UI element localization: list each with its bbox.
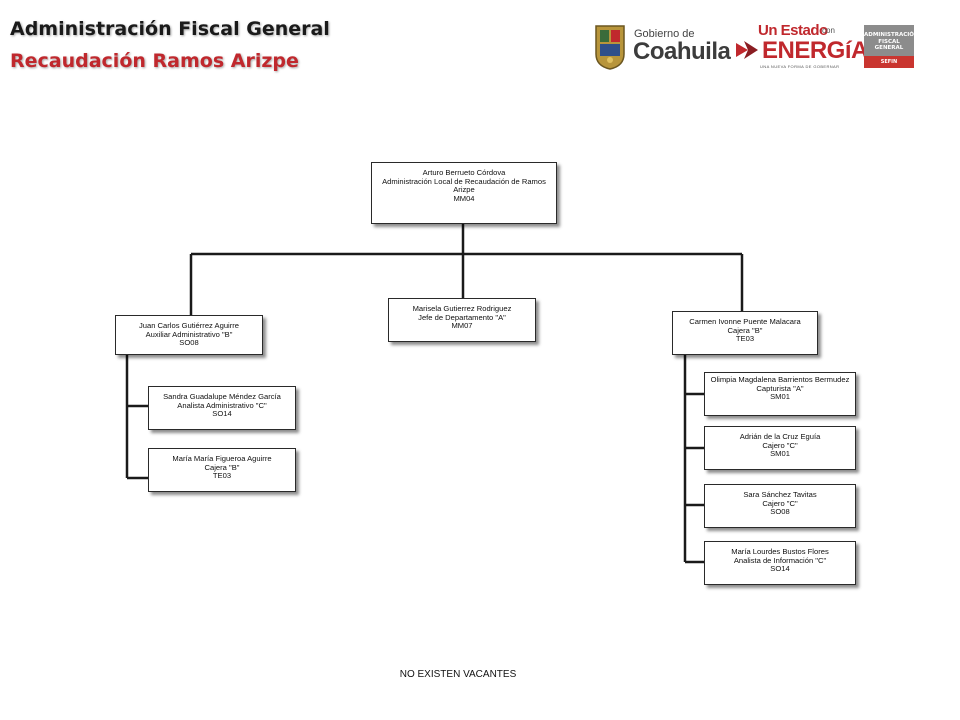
energia-logo: Un Estado con ENERGíA UNA NUEVA FORMA DE… (734, 22, 868, 72)
node-role: Cajera "B" (727, 325, 763, 335)
node-name: Juan Carlos Gutiérrez Aguirre (138, 321, 240, 330)
coahuila-gobierno-text: Gobierno de (634, 28, 695, 40)
node-name: María María Figueroa Aguirre (172, 454, 272, 463)
coahuila-shield-icon (595, 25, 625, 70)
coahuila-name-text: Coahuila (633, 38, 731, 65)
node-role: Analista Administrativo "C" (177, 400, 267, 410)
afg-sefin-bar: SEFIN (864, 56, 914, 68)
node-code: TE03 (212, 471, 232, 481)
org-node-root: Arturo Berrueto Córdova Administración L… (371, 162, 557, 224)
node-code: SM01 (770, 449, 790, 459)
node-code: SM01 (770, 392, 790, 402)
node-code: MM04 (453, 193, 475, 203)
node-role: Analista de Información "C" (733, 555, 827, 565)
energia-con-text: con (822, 26, 835, 35)
org-node-right-child-1: Olimpia Magdalena Barrientos Bermudez Ca… (704, 372, 856, 416)
node-code: SO08 (770, 507, 790, 517)
org-node-left: Juan Carlos Gutiérrez Aguirre Auxiliar A… (115, 315, 263, 355)
node-code: SO14 (770, 564, 790, 574)
afg-line2: FISCAL GENERAL (874, 39, 904, 51)
energia-line1-text: Un Estado (758, 22, 828, 39)
energia-line2-text: ENERGíA (762, 37, 868, 64)
org-node-right: Carmen Ivonne Puente Malacara Cajera "B"… (672, 311, 818, 355)
org-node-left-child-1: Sandra Guadalupe Méndez García Analista … (148, 386, 296, 430)
vacancies-note: NO EXISTEN VACANTES (399, 669, 517, 680)
page-title: Administración Fiscal General (10, 18, 330, 40)
node-role: Capturista "A" (756, 383, 804, 393)
node-name: María Lourdes Bustos Flores (731, 547, 829, 556)
energia-tagline: UNA NUEVA FORMA DE GOBERNAR (760, 64, 840, 69)
node-code: TE03 (735, 334, 755, 344)
org-node-right-child-3: Sara Sánchez Tavitas Cajero "C" SO08 (704, 484, 856, 528)
node-name: Sara Sánchez Tavitas (743, 490, 817, 499)
org-node-right-child-4: María Lourdes Bustos Flores Analista de … (704, 541, 856, 585)
node-role: Cajera "B" (204, 462, 240, 472)
node-name: Carmen Ivonne Puente Malacara (689, 317, 801, 326)
org-node-left-child-2: María María Figueroa Aguirre Cajera "B" … (148, 448, 296, 492)
node-name: Sandra Guadalupe Méndez García (163, 392, 281, 401)
afg-line1: ADMINISTRACIÓN (864, 32, 919, 38)
node-name: Marisela Gutierrez Rodriguez (412, 304, 512, 313)
node-role: Jefe de Departamento "A" (418, 312, 506, 322)
node-name: Arturo Berrueto Córdova (422, 168, 506, 177)
node-role: Administración Local de Recaudación de R… (382, 176, 546, 195)
org-node-center: Marisela Gutierrez Rodriguez Jefe de Dep… (388, 298, 536, 342)
energia-arrow-icon (736, 41, 758, 59)
org-node-right-child-2: Adrián de la Cruz Eguía Cajero "C" SM01 (704, 426, 856, 470)
coahuila-logo: Gobierno de Coahuila (594, 24, 731, 70)
page-subtitle: Recaudación Ramos Arizpe (10, 50, 299, 72)
node-role: Auxiliar Administrativo "B" (145, 329, 233, 339)
node-name: Olimpia Magdalena Barrientos Bermudez (710, 375, 850, 384)
node-name: Adrián de la Cruz Eguía (739, 432, 821, 441)
node-role: Cajero "C" (762, 498, 798, 508)
node-code: MM07 (451, 321, 473, 331)
node-code: SO14 (212, 409, 232, 419)
node-code: SO08 (179, 338, 199, 348)
afg-logo: ADMINISTRACIÓN FISCAL GENERAL SEFIN (864, 25, 919, 68)
node-role: Cajero "C" (762, 440, 798, 450)
